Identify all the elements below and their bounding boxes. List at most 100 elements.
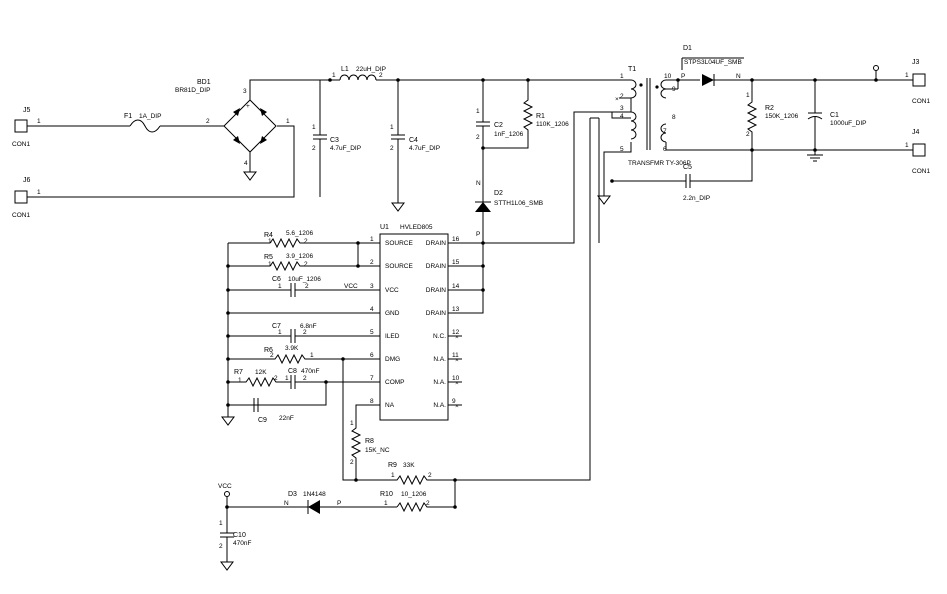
t1-pin7: 7 (663, 128, 667, 135)
r10-pin1: 1 (384, 500, 388, 507)
connector-j5: J5 CON1 1 (12, 107, 44, 148)
c10-pin2: 2 (219, 543, 223, 550)
vcc-net-label: VCC (344, 283, 358, 290)
u1-pin-name: DRAIN (426, 240, 447, 247)
u1-pin-name: COMP (385, 379, 405, 386)
r5-pin2: 2 (304, 261, 308, 268)
d2-value: STTH1L06_SMB (494, 200, 543, 207)
r4-ref: R4 (264, 232, 273, 239)
resistor-r1: R1 110K_1206 (483, 80, 569, 149)
j4-ref: J4 (912, 129, 920, 136)
d3-value: 1N4148 (303, 491, 326, 498)
connector-j6: J6 CON1 1 (12, 177, 44, 219)
u1-pin-number: 16 (452, 236, 460, 243)
d1-pin-p: P (681, 73, 685, 80)
r7-value: 12K (255, 369, 267, 376)
bd1-pin2: 2 (206, 118, 210, 125)
r6-ref: R6 (264, 347, 273, 354)
j5-value: CON1 (12, 141, 30, 148)
r8-value: 15K_NC (365, 447, 390, 454)
u1-pin-name: DMG (385, 356, 400, 363)
c2-ref: C2 (494, 122, 503, 129)
r6-pin2: 2 (270, 352, 274, 359)
resistor-r6: R6 3.9K 2 1 (264, 345, 380, 365)
u1-pin-name: DRAIN (426, 263, 447, 270)
bd1-pin4: 4 (244, 160, 248, 167)
j4-pin: 1 (905, 142, 909, 149)
c8-value: 470nF (301, 368, 319, 375)
bd1-ref: BD1 (197, 79, 211, 86)
c4-value: 4.7uF_DIP (409, 145, 440, 152)
c3-value: 4.7uF_DIP (330, 145, 361, 152)
j6-ref: J6 (23, 177, 31, 184)
c3-pin2: 2 (312, 145, 316, 152)
u1-pin-name: SOURCE (385, 263, 413, 270)
d1-value: STPS3L04UF_SMB (684, 59, 742, 66)
u1-pin-number: 2 (370, 259, 374, 266)
j6-value: CON1 (12, 212, 30, 219)
inductor-l1: L1 22uH_DIP 1 2 (330, 66, 386, 81)
t1-pin6: 6 (663, 146, 667, 153)
c3-pin1: 1 (312, 124, 316, 131)
u1-pin-name: N.A. (433, 402, 446, 409)
capacitor-c6: C6 10uF_1206 1 2 (272, 276, 380, 297)
c5-ref: C5 (683, 164, 692, 171)
r2-pin1: 1 (746, 92, 750, 99)
r1-ref: R1 (536, 113, 545, 120)
bd1-pin1: 1 (286, 118, 290, 125)
u1-ref: U1 (380, 224, 389, 231)
connector-j3: J3 CON1 1 (895, 59, 930, 105)
c1-value: 1000uF_DIP (830, 120, 867, 127)
u1-pin-name: N.A. (433, 356, 446, 363)
vcc-port: VCC (218, 483, 232, 507)
u1-pin-name: N.A. (433, 379, 446, 386)
r5-pin1: 1 (268, 261, 272, 268)
c1-ref: C1 (830, 112, 839, 119)
c8-ref: C8 (288, 368, 297, 375)
resistor-r4: R4 5.6_1206 1 2 (250, 230, 380, 249)
ground-symbol (220, 561, 234, 571)
c7-pin2: 2 (303, 329, 307, 336)
c4-pin1: 1 (390, 124, 394, 131)
capacitor-c3: C3 4.7uF_DIP 1 2 (312, 80, 361, 197)
u1-pin-name: GND (385, 310, 400, 317)
j6-pin: 1 (37, 189, 41, 196)
r6-pin1: 1 (310, 352, 314, 359)
c8-pin2: 2 (303, 375, 307, 382)
r4-pin1: 1 (268, 238, 272, 245)
capacitor-c2: C2 1nF_1206 1 2 (476, 80, 524, 176)
capacitor-c4: C4 4.7uF_DIP 1 2 (390, 80, 440, 203)
u1-pin-name: SOURCE (385, 240, 413, 247)
no-connect-mark: × (455, 380, 459, 387)
r10-ref: R10 (380, 491, 393, 498)
c9-value: 22nF (279, 415, 294, 422)
c4-pin2: 2 (390, 145, 394, 152)
t1-pin3: 3 (620, 105, 624, 112)
ground-symbol (391, 202, 405, 212)
r7-pin2: 2 (274, 375, 278, 382)
u1-pin-number: 14 (452, 283, 460, 290)
t1-pin10: 10 (664, 73, 672, 80)
c9-ref: C9 (258, 417, 267, 424)
c6-pin1: 1 (278, 283, 282, 290)
u1-pin-name: DRAIN (426, 287, 447, 294)
u1-pin-number: 7 (370, 375, 374, 382)
c2-pin1: 1 (476, 108, 480, 115)
j5-ref: J5 (23, 107, 31, 114)
r10-pin2: 2 (426, 500, 430, 507)
u1-pin-number: 10 (452, 375, 460, 382)
r9-pin1: 1 (391, 472, 395, 479)
u1-pin-number: 13 (452, 306, 460, 313)
resistor-r10: R10 10_1206 1 2 (380, 491, 455, 513)
r8-pin2: 2 (350, 459, 354, 466)
d1-pin-n: N (736, 73, 741, 80)
r8-ref: R8 (365, 438, 374, 445)
capacitor-c8: C8 470nF 1 2 (285, 368, 380, 389)
bridge-rectifier-bd1: + BD1 BR81D_DIP 3 1 4 (175, 79, 290, 167)
l1-ref: L1 (341, 66, 349, 73)
t1-pin2: 2 (620, 93, 624, 100)
f1-ref: F1 (124, 113, 132, 120)
connector-j4: J4 CON1 1 (815, 129, 930, 175)
j3-value: CON1 (912, 98, 930, 105)
